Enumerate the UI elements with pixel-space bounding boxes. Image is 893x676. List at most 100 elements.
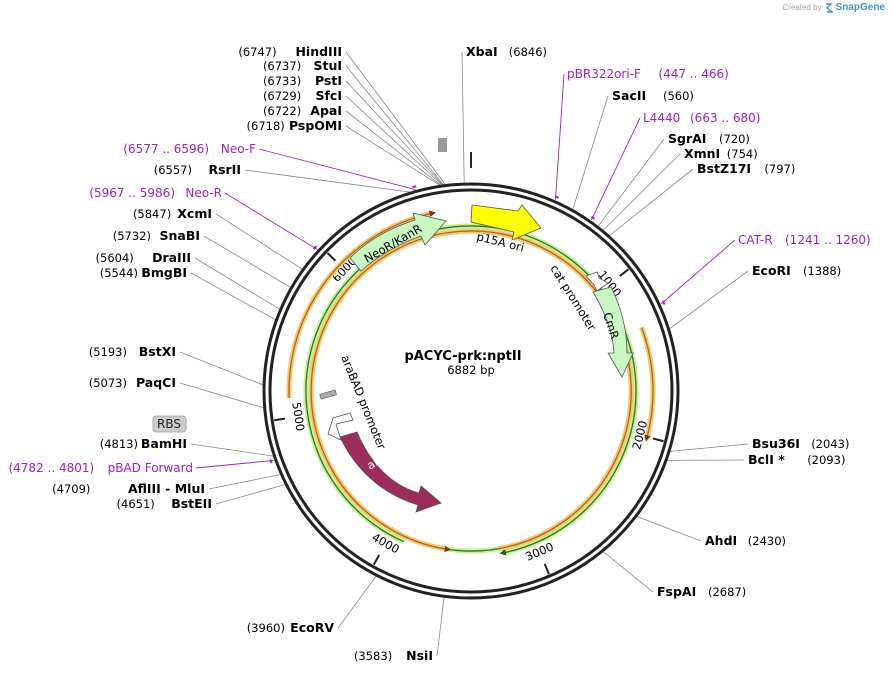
tick-mark — [652, 437, 664, 443]
site-name: PaqCI — [136, 375, 176, 390]
site-label[interactable]: AflIII - MluI(4709) — [52, 481, 205, 496]
site-label[interactable]: ApaI(6722) — [263, 103, 342, 118]
site-name: BstXI — [139, 344, 176, 359]
tick-mark — [326, 252, 337, 262]
site-label[interactable]: NsiI(3583) — [354, 648, 433, 663]
rbs-feature[interactable] — [319, 389, 337, 400]
site-label[interactable]: BstXI(5193) — [89, 344, 176, 359]
cat-promoter-arrow[interactable] — [585, 271, 609, 292]
site-position: (6718) — [247, 119, 285, 133]
site-name: RsrII — [208, 162, 241, 177]
primer-label[interactable]: CAT-R(1241 .. 1260) — [738, 233, 871, 247]
backbone-inner — [268, 188, 674, 594]
site-label[interactable]: BstEII(4651) — [117, 496, 212, 511]
site-leader — [194, 257, 280, 310]
primer-leader-lines — [195, 73, 736, 469]
primer-label[interactable]: Neo-F(6577 .. 6596) — [123, 142, 256, 156]
site-position: (6846) — [509, 45, 547, 59]
site-label[interactable]: BamHI(4813) — [100, 436, 187, 451]
site-label[interactable]: HindIII (6747) — [238, 44, 342, 59]
primer-position: (447 .. 466) — [658, 67, 728, 81]
site-label[interactable]: AhdI(2430) — [705, 533, 786, 548]
site-label[interactable]: EcoRI(1388) — [752, 263, 841, 278]
site-label[interactable]: SfcI(6729) — [263, 88, 342, 103]
arabad-promoter-arrow[interactable] — [327, 412, 354, 441]
cmr-arrow[interactable] — [592, 286, 634, 378]
primer-label[interactable]: pBAD Forward (4782 .. 4801) — [8, 461, 193, 475]
arac-arrow[interactable] — [339, 431, 442, 513]
primer-mark — [554, 195, 559, 199]
site-label[interactable]: BmgBI(5544) — [100, 265, 187, 280]
site-name: ApaI — [310, 103, 342, 118]
snapgene-logo-icon — [825, 2, 833, 13]
site-label[interactable]: DraIII(5604) — [96, 250, 191, 265]
site-name: BmgBI — [141, 265, 187, 280]
site-label[interactable]: PaqCI(5073) — [89, 375, 176, 390]
plasmid-name: pACYC-prk:nptII — [404, 349, 521, 364]
leader-lines — [179, 51, 749, 657]
rbs-label-box[interactable]: RBS — [152, 415, 187, 433]
site-position: (2687) — [708, 585, 746, 599]
site-label[interactable]: SnaBI(5732) — [113, 228, 200, 243]
site-name: SacII — [612, 88, 646, 103]
primer-labels: pBR322ori-F(447 .. 466) L4440(663 .. 680)… — [8, 67, 870, 475]
site-label[interactable]: SacII(560) — [612, 88, 694, 103]
primer-label[interactable]: pBR322ori-F(447 .. 466) — [567, 67, 729, 81]
primer-leader — [224, 192, 318, 250]
primer-leader — [258, 148, 416, 191]
primer-mark — [312, 245, 318, 250]
site-label[interactable]: SgrAI(720) — [668, 131, 750, 146]
site-label[interactable]: XmnI(754) — [684, 146, 758, 161]
primer-label[interactable]: Neo-R(5967 .. 5986) — [89, 186, 222, 200]
site-label[interactable]: FspAI (2687) — [657, 584, 746, 599]
credit-brand: SnapGene — [835, 2, 885, 13]
site-leader — [461, 51, 465, 184]
site-leader — [244, 169, 411, 193]
site-leader — [597, 138, 665, 227]
site-label[interactable]: Bsu36I(2043) — [752, 436, 849, 451]
site-position: (1388) — [803, 264, 841, 278]
primer-position: (6577 .. 6596) — [123, 142, 209, 156]
site-position: (4709) — [52, 482, 90, 496]
site-label[interactable]: StuI(6737) — [263, 58, 342, 73]
site-name: AhdI — [705, 533, 737, 548]
neo-orf-arc-line — [288, 210, 436, 398]
primer-mark — [661, 300, 666, 305]
site-label[interactable]: EcoRV(3960) — [247, 620, 335, 635]
p15a-ori-arrow[interactable] — [470, 204, 542, 241]
site-label[interactable]: XcmI(5847) — [133, 206, 212, 221]
site-name: PspOMI — [289, 118, 342, 133]
neor-kanr-arrow[interactable] — [349, 212, 447, 272]
site-position: (754) — [727, 147, 758, 161]
primer-mark — [269, 459, 273, 464]
primer-name: pBAD Forward — [108, 461, 193, 475]
site-label[interactable]: XbaI(6846) — [466, 44, 547, 59]
rbs-label: RBS — [157, 417, 181, 431]
site-leader — [345, 65, 444, 186]
site-name: HindIII — [295, 44, 342, 59]
site-leader — [337, 575, 377, 629]
site-name: BclI * — [748, 452, 785, 467]
site-labels: HindIII(6747)StuI(6737)PstI(6733)SfcI(67… — [52, 44, 849, 663]
site-position: (5604) — [96, 251, 134, 265]
site-leader — [190, 272, 276, 321]
site-position: (2043) — [811, 437, 849, 451]
site-leader — [345, 95, 443, 186]
site-name: SfcI — [315, 88, 342, 103]
site-label[interactable]: RsrII(6557) — [154, 162, 241, 177]
site-name: BamHI — [141, 436, 187, 451]
primer-position: (4782 .. 4801) — [8, 461, 94, 475]
site-label[interactable]: PspOMI (6718) — [247, 118, 342, 133]
site-leader — [345, 110, 441, 186]
site-name: FspAI — [657, 584, 696, 599]
site-position: (6747) — [238, 45, 276, 59]
primer-position: (5967 .. 5986) — [89, 186, 175, 200]
plasmid-size: 6882 bp — [447, 363, 495, 377]
site-name: BstEII — [171, 496, 212, 511]
site-leader — [572, 95, 609, 210]
site-label[interactable]: PstI(6733) — [263, 73, 342, 88]
primer-position: (663 .. 680) — [690, 111, 760, 125]
site-label[interactable]: BstZ17I(797) — [697, 161, 795, 176]
site-label[interactable]: BclI *(2093) — [748, 452, 845, 467]
primer-label[interactable]: L4440(663 .. 680) — [643, 111, 760, 125]
